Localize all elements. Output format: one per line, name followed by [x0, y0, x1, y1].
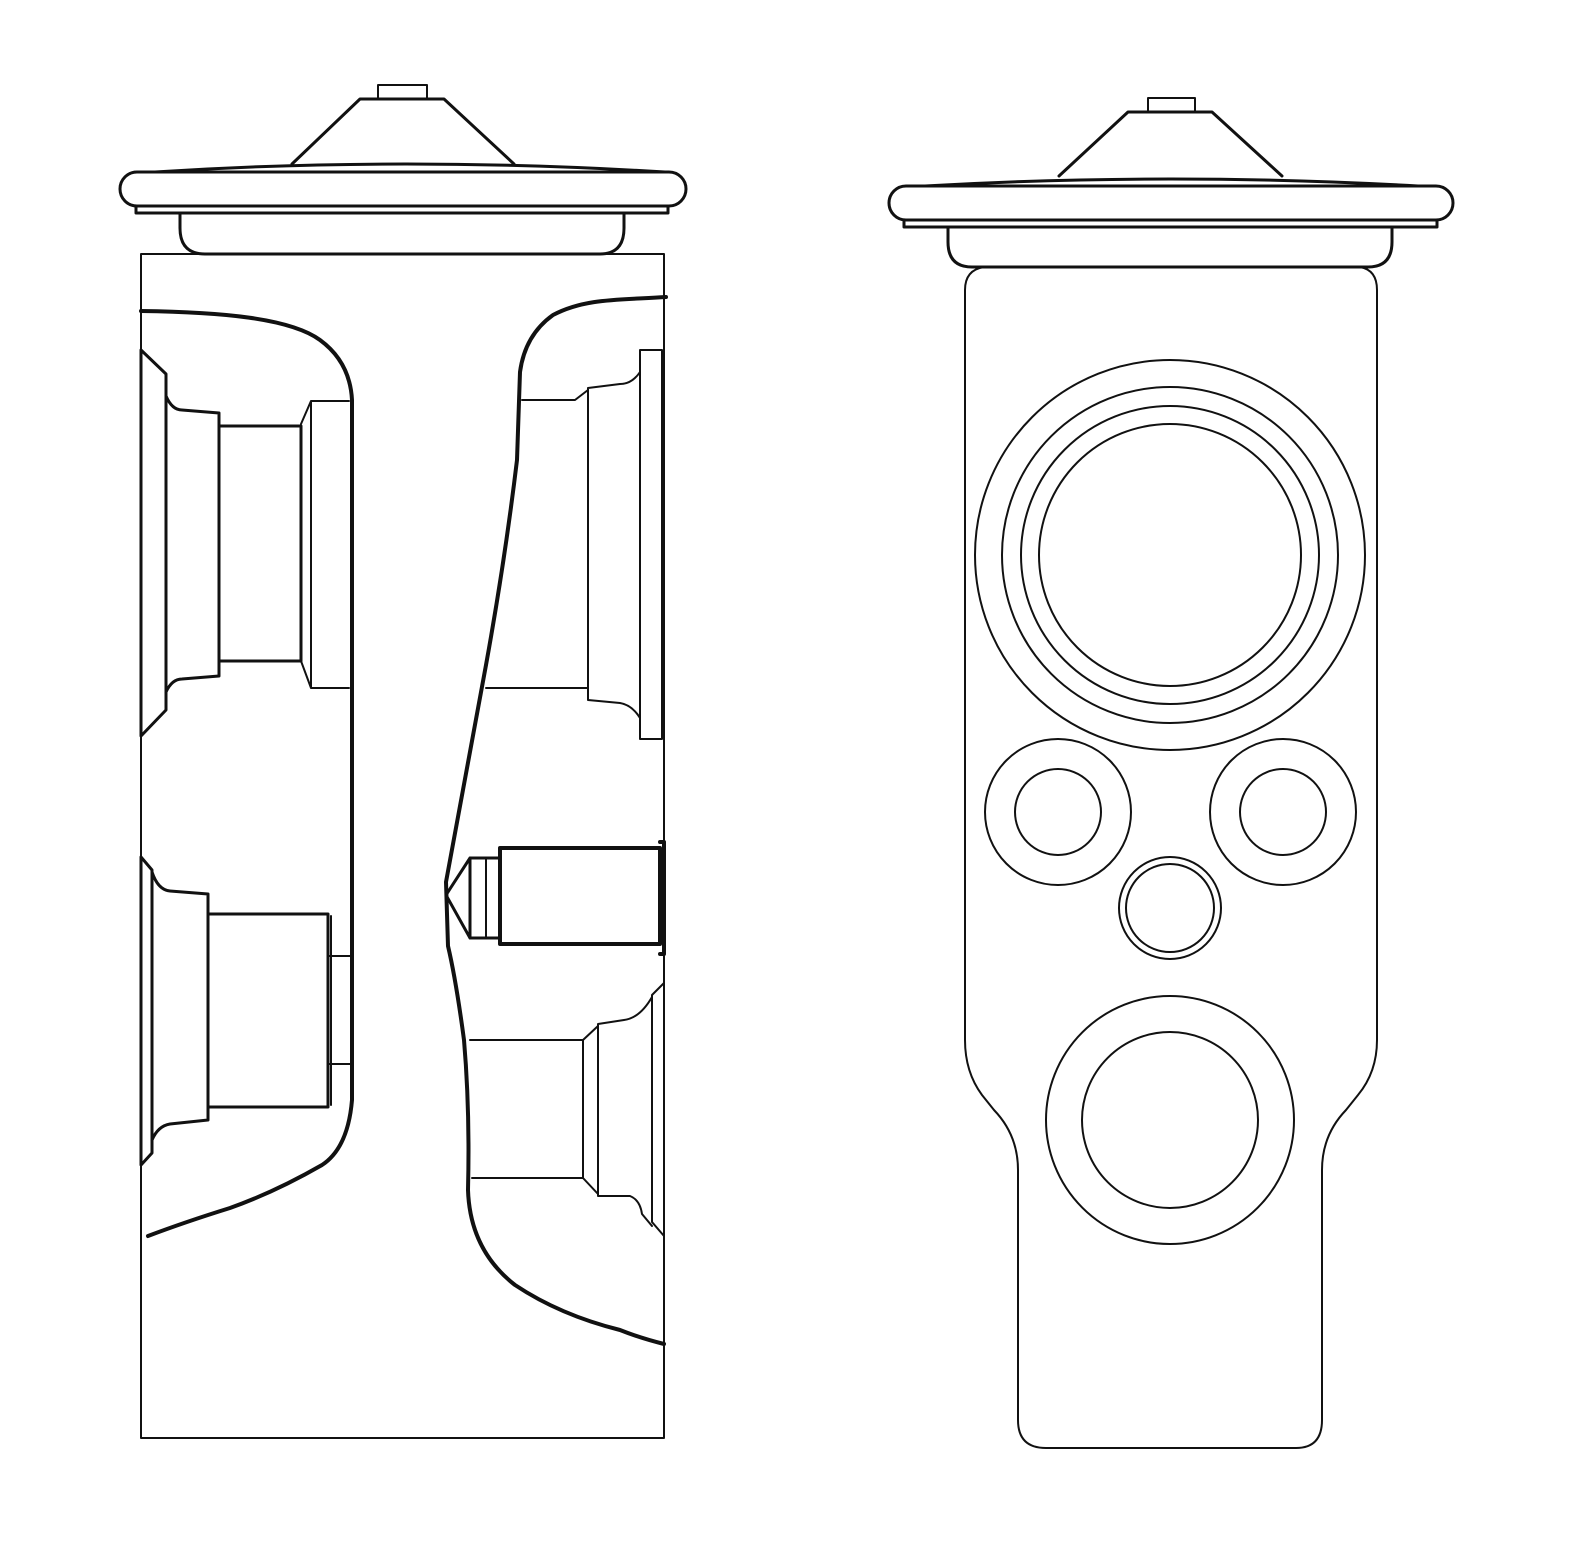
side-plug: [444, 840, 666, 956]
cap-tip: [1147, 97, 1196, 113]
lower-right-port-fitting: [469, 982, 665, 1237]
cap-dome-line: [153, 162, 667, 174]
cap-flange-lip: [902, 218, 1439, 229]
upper-left-port-fitting: [139, 348, 350, 738]
cap-neck: [946, 225, 1394, 269]
cap-cone: [290, 97, 516, 166]
front-view: [887, 97, 1455, 1449]
cap-flange: [118, 170, 688, 208]
small-left-port: [984, 738, 1132, 886]
cap-flange: [887, 184, 1455, 222]
side-view-cap: [118, 84, 688, 256]
left-flow-channel: [139, 309, 354, 1238]
lower-left-port-fitting: [139, 855, 352, 1167]
cap-neck: [178, 211, 626, 256]
front-view-body: [964, 266, 1378, 1449]
large-bottom-port: [1045, 995, 1295, 1245]
cap-dome-line: [923, 177, 1420, 188]
large-top-port: [974, 359, 1366, 751]
upper-right-port-fitting: [485, 349, 663, 740]
center-port: [1118, 856, 1222, 960]
cap-flange-lip: [134, 204, 670, 215]
front-view-cap: [887, 97, 1455, 269]
cap-cone: [1057, 110, 1284, 178]
cap-tip: [377, 84, 428, 100]
right-flow-channel: [444, 295, 668, 1346]
small-right-port: [1209, 738, 1357, 886]
side-view: [118, 84, 688, 1439]
